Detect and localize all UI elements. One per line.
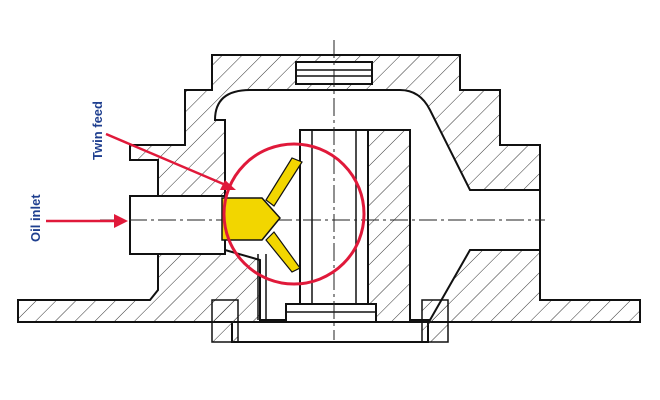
oil-inlet-bore — [129, 195, 226, 255]
label-twin-feed: Twin feed — [90, 101, 105, 160]
upper-feed-jet — [265, 157, 303, 207]
oil-inlet-arrow — [46, 214, 128, 228]
base-plate — [231, 321, 429, 343]
lower-feed-jet — [265, 231, 301, 273]
twin-feed-arrow — [105, 132, 236, 190]
twin-feed-nozzle — [221, 197, 281, 241]
label-oil-inlet: Oil inlet — [28, 194, 43, 242]
highlight-circle — [222, 142, 366, 286]
